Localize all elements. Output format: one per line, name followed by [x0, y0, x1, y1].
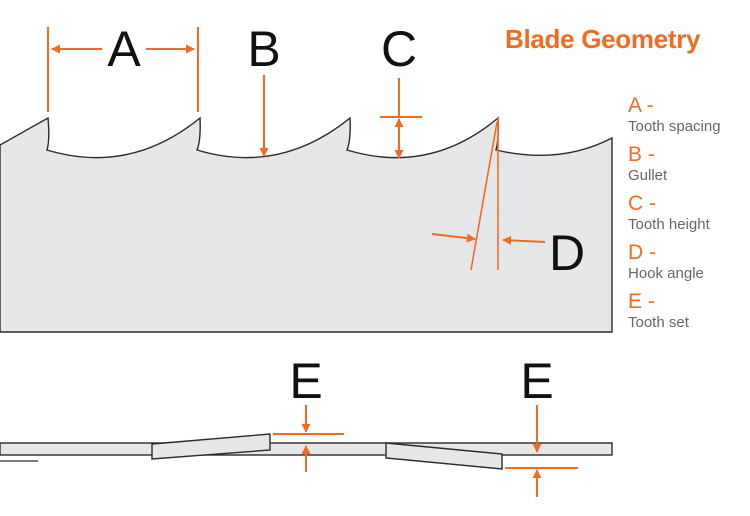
legend-item-c: C - Tooth height: [628, 192, 750, 241]
set-tooth-left: [151, 433, 271, 460]
callout-e-left-dimension: [273, 405, 344, 472]
callout-d-label: D: [549, 225, 585, 281]
blade-profile: [0, 116, 613, 333]
legend-letter: C -: [628, 192, 656, 215]
legend: A - Tooth spacing B - Gullet C - Tooth h…: [628, 94, 750, 339]
legend-letter: A -: [628, 94, 654, 117]
callout-e-left-label: E: [289, 353, 322, 409]
callout-e-right-label: E: [520, 353, 553, 409]
callout-e-right-dimension: [505, 405, 578, 497]
legend-letter: B -: [628, 143, 655, 166]
callout-b-label: B: [247, 21, 280, 77]
legend-description: Tooth height: [628, 216, 710, 233]
legend-description: Tooth set: [628, 314, 689, 331]
callout-c-label: C: [381, 21, 417, 77]
dimension-arrow-d-left: [431, 233, 476, 243]
legend-description: Gullet: [628, 167, 668, 184]
diagram-title: Blade Geometry: [505, 24, 701, 54]
hook-face-line: [470, 121, 498, 271]
legend-description: Tooth spacing: [628, 118, 721, 135]
callout-a-label: A: [107, 21, 141, 77]
callout-d-dimension: [431, 118, 546, 271]
callout-a-backdrop: [102, 28, 146, 72]
set-tooth-right: [385, 442, 503, 470]
legend-item-d: D - Hook angle: [628, 241, 750, 290]
dimension-arrow-d-right: [502, 235, 546, 245]
legend-letter: E -: [628, 290, 655, 313]
callout-c-dimension: [380, 78, 422, 159]
legend-description: Hook angle: [628, 265, 704, 282]
legend-item-e: E - Tooth set: [628, 290, 750, 339]
legend-item-b: B - Gullet: [628, 143, 750, 192]
legend-item-a: A - Tooth spacing: [628, 94, 750, 143]
legend-letter: D -: [628, 241, 656, 264]
